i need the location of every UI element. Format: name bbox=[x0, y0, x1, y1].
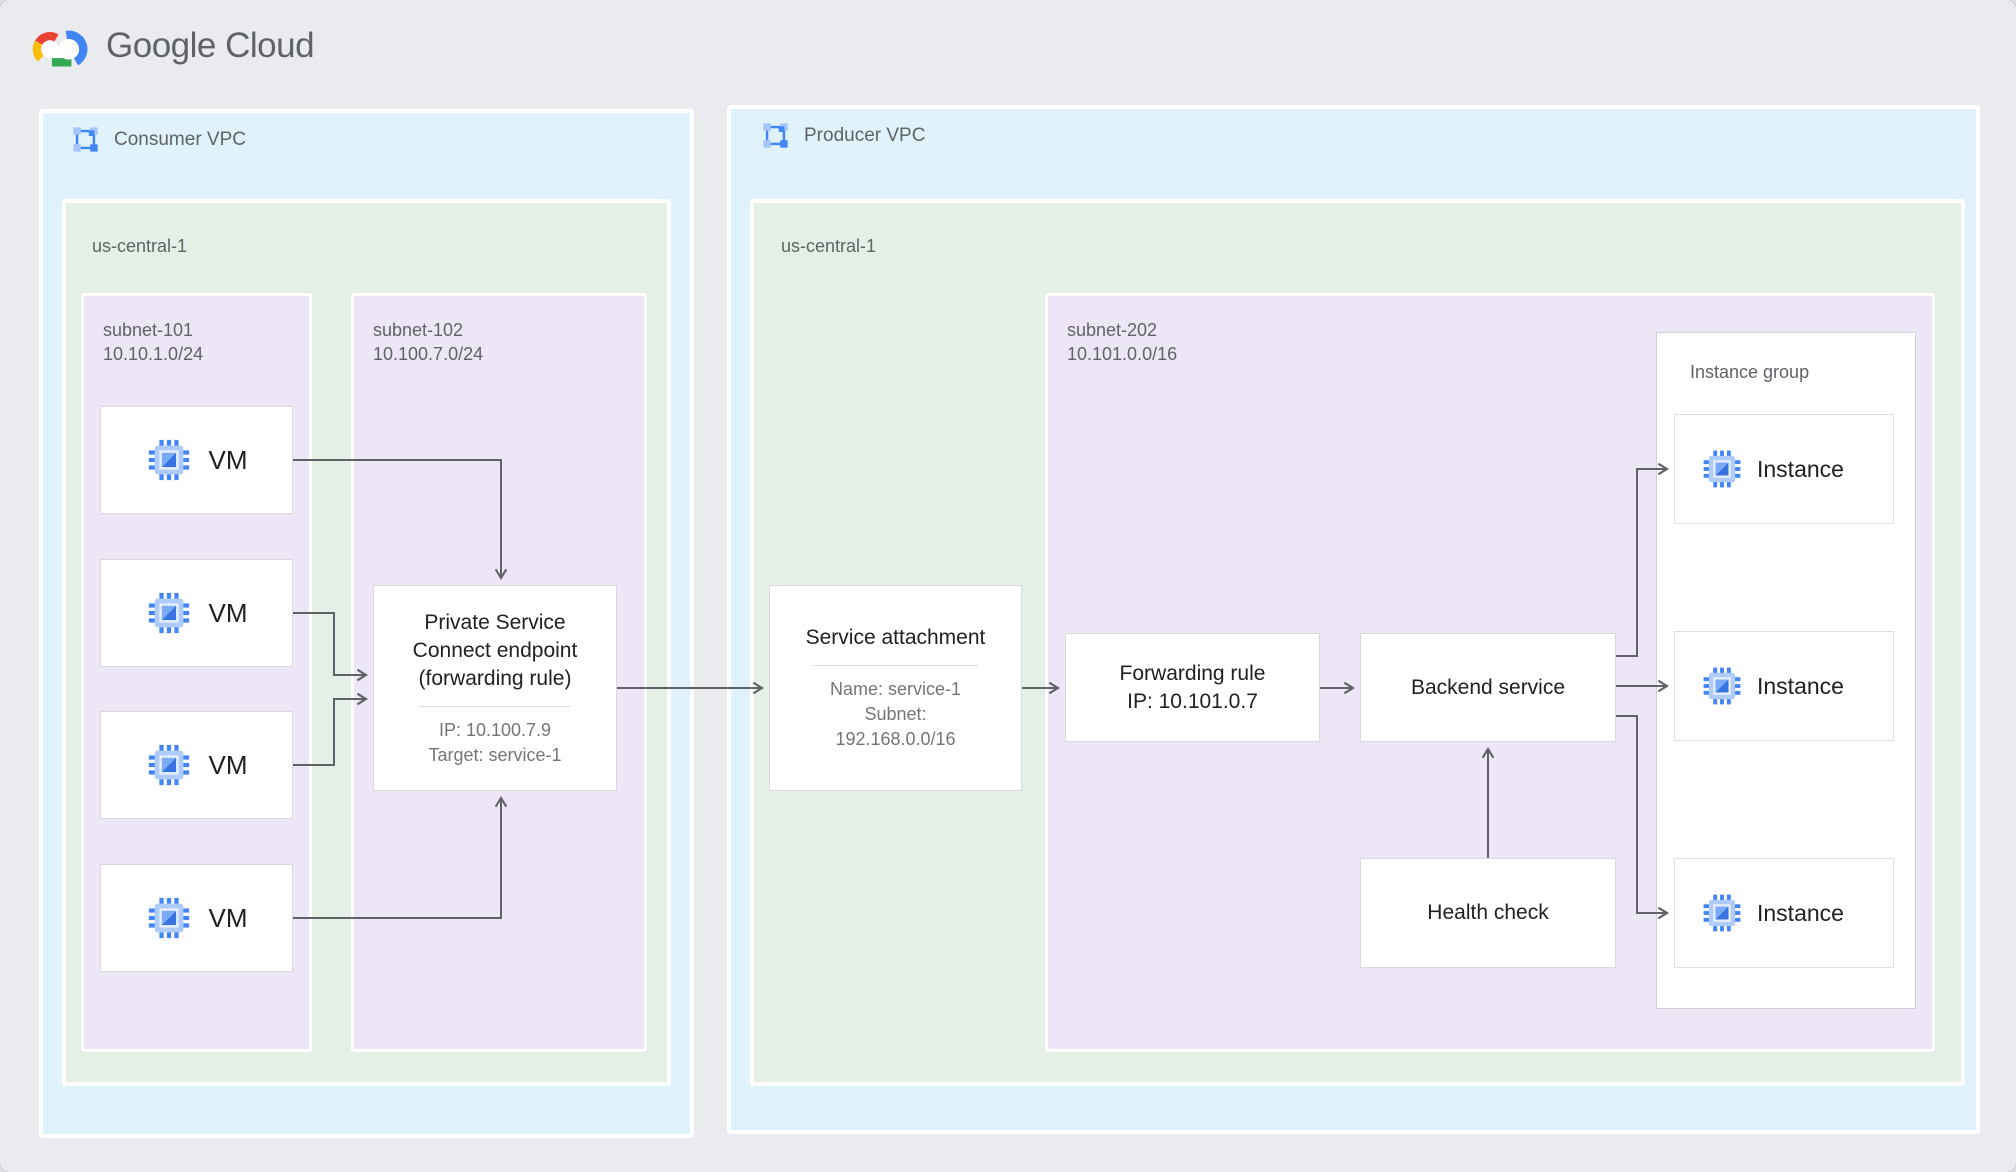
instance-node-3: Instance bbox=[1674, 858, 1894, 968]
vm-label: VM bbox=[208, 902, 248, 933]
vm-label: VM bbox=[208, 749, 248, 780]
compute-engine-icon bbox=[1703, 667, 1741, 705]
vm-node-3: VM bbox=[100, 711, 293, 819]
vpc-network-icon bbox=[763, 123, 788, 148]
compute-engine-icon bbox=[1703, 450, 1741, 488]
compute-engine-icon bbox=[148, 592, 189, 634]
instance-group-label: Instance group bbox=[1690, 362, 1810, 382]
service-attachment-subnet-label: Subnet: bbox=[864, 704, 927, 724]
consumer-vpc-header: Consumer VPC bbox=[72, 126, 246, 153]
forwarding-rule-title: Forwarding rule bbox=[1119, 661, 1266, 685]
google-cloud-logo: Google Cloud bbox=[28, 20, 315, 72]
compute-engine-icon bbox=[148, 897, 189, 939]
service-attachment-title: Service attachment bbox=[805, 626, 986, 649]
psc-endpoint-title: Private Service Connect endpoint (forwar… bbox=[412, 610, 578, 690]
service-attachment-node: Service attachment Name: service-1 Subne… bbox=[769, 585, 1022, 791]
psc-endpoint-ip: IP: 10.100.7.9 bbox=[438, 719, 552, 740]
instance-label: Instance bbox=[1757, 899, 1844, 926]
backend-service-title: Backend service bbox=[1410, 675, 1566, 699]
divider bbox=[418, 705, 572, 707]
consumer-vpc-label: Consumer VPC bbox=[114, 128, 246, 150]
instance-node-2: Instance bbox=[1674, 631, 1894, 741]
service-attachment-subnet-cidr: 192.168.0.0/16 bbox=[835, 729, 956, 749]
vm-node-1: VM bbox=[100, 406, 293, 514]
producer-region-label: us-central-1 bbox=[781, 236, 877, 256]
health-check-node: Health check bbox=[1360, 858, 1616, 968]
forwarding-rule-ip: IP: 10.101.0.7 bbox=[1127, 689, 1258, 713]
vm-node-4: VM bbox=[100, 864, 293, 972]
health-check-title: Health check bbox=[1427, 901, 1549, 924]
producer-vpc-header: Producer VPC bbox=[762, 122, 925, 149]
consumer-region-label: us-central-1 bbox=[92, 236, 188, 256]
instance-label: Instance bbox=[1757, 455, 1844, 482]
compute-engine-icon bbox=[148, 439, 189, 481]
compute-engine-icon bbox=[1703, 894, 1741, 932]
vm-node-2: VM bbox=[100, 559, 293, 667]
vm-label: VM bbox=[208, 444, 248, 475]
forwarding-rule-node: Forwarding rule IP: 10.101.0.7 bbox=[1065, 633, 1320, 742]
vm-label: VM bbox=[208, 597, 248, 628]
psc-endpoint-target: Target: service-1 bbox=[428, 744, 562, 765]
google-cloud-logo-text: Google Cloud bbox=[106, 26, 315, 65]
service-attachment-name: Name: service-1 bbox=[829, 679, 962, 699]
compute-engine-icon bbox=[148, 744, 189, 786]
backend-service-node: Backend service bbox=[1360, 633, 1616, 742]
google-cloud-logo-icon bbox=[32, 30, 88, 67]
instance-label: Instance bbox=[1757, 672, 1844, 699]
psc-endpoint-node: Private Service Connect endpoint (forwar… bbox=[373, 585, 617, 791]
producer-vpc-label: Producer VPC bbox=[804, 124, 926, 146]
vpc-network-icon bbox=[73, 127, 98, 152]
divider bbox=[812, 665, 978, 666]
instance-node-1: Instance bbox=[1674, 414, 1894, 524]
